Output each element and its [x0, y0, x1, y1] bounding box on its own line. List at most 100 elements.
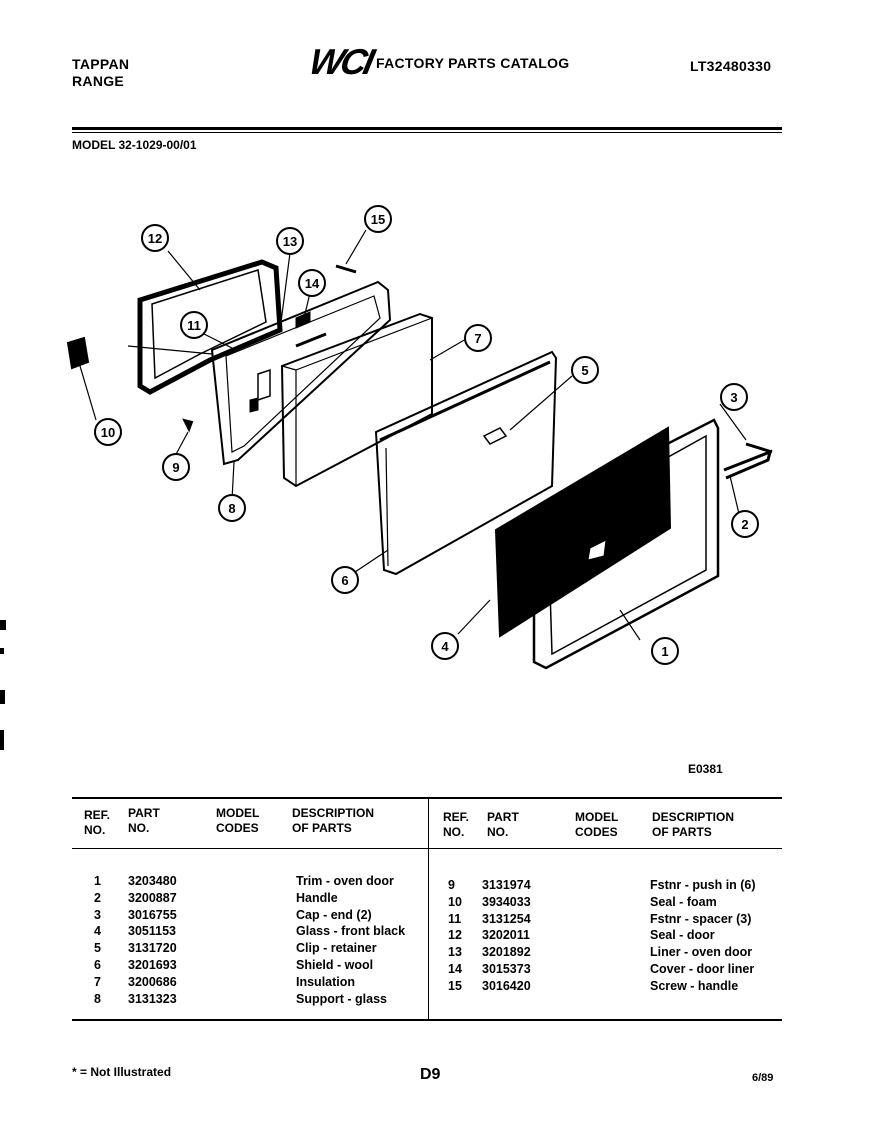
- wool-shield-drawing: [374, 350, 558, 576]
- cell-desc: Screw - handle: [650, 978, 739, 993]
- header-ref-line2: NO.: [84, 823, 106, 837]
- brand-name: TAPPAN RANGE: [72, 56, 129, 90]
- callout-3: 3: [720, 383, 748, 411]
- cell-desc: Insulation: [296, 974, 356, 989]
- header-part-line1: PART: [128, 806, 160, 820]
- leader-lines: [79, 229, 747, 641]
- header-part-right-line2: NO.: [487, 825, 509, 839]
- catalog-title: FACTORY PARTS CATALOG: [376, 55, 570, 71]
- cell-desc: Seal - door: [650, 928, 715, 943]
- header-part: PART NO.: [128, 806, 160, 836]
- callout-10: 10: [94, 418, 122, 446]
- cell-part: 3201892: [482, 945, 531, 960]
- callout-8: 8: [218, 494, 246, 522]
- header-ref-right-line1: REF.: [443, 810, 470, 824]
- cell-ref: 15: [448, 978, 462, 993]
- cell-desc: Trim - oven door: [296, 874, 394, 888]
- callout-12: 12: [141, 224, 169, 252]
- cell-part: 3051153: [128, 924, 176, 939]
- cell-desc: Fstnr - push in (6): [650, 878, 756, 892]
- cell-part: 3016755: [128, 907, 177, 922]
- cell-part: 3203480: [128, 874, 177, 888]
- not-illustrated-note: * = Not Illustrated: [72, 1065, 172, 1079]
- header-model-line1: MODEL: [216, 806, 260, 820]
- header-model-right-line2: CODES: [575, 825, 618, 839]
- table-bottom-rule: [72, 1019, 782, 1021]
- door-seal-drawing: [137, 259, 283, 395]
- cell-ref: 9: [448, 878, 455, 892]
- cell-part: 3200887: [128, 890, 177, 905]
- header-ref-right: REF. NO.: [443, 810, 469, 840]
- cell-desc: Handle: [296, 890, 338, 905]
- callout-7: 7: [464, 324, 492, 352]
- foam-seal-drawing: [66, 336, 90, 370]
- cell-ref: 4: [94, 924, 101, 939]
- cell-ref: 1: [94, 874, 101, 888]
- callout-14: 14: [298, 269, 326, 297]
- figure-code: E0381: [688, 762, 723, 776]
- header-part-line2: NO.: [128, 821, 150, 835]
- header-part-right-line1: PART: [487, 810, 519, 824]
- cell-desc: Support - glass: [296, 991, 387, 1006]
- brand-line-2: RANGE: [72, 73, 125, 89]
- header-ref: REF. NO.: [84, 808, 110, 838]
- brand-line-1: TAPPAN: [72, 56, 130, 72]
- cell-part: 3201693: [128, 958, 177, 972]
- callout-15: 15: [364, 205, 392, 233]
- screw-drawing: [335, 264, 357, 274]
- cell-desc: Fstnr - spacer (3): [650, 911, 752, 926]
- catalog-date: 6/89: [752, 1072, 774, 1084]
- cell-ref: 6: [94, 958, 101, 972]
- cell-part: 3015373: [482, 962, 531, 976]
- cell-ref: 14: [448, 962, 462, 976]
- header-model-right: MODEL CODES: [575, 810, 618, 840]
- cell-part: 3131720: [128, 941, 177, 956]
- cell-ref: 3: [94, 907, 101, 922]
- header-desc-right-line2: OF PARTS: [652, 825, 712, 839]
- exploded-parts-diagram: [66, 229, 773, 670]
- fastener-drawing: [182, 418, 194, 433]
- header-ref-right-line2: NO.: [443, 825, 465, 839]
- header-desc-right-line1: DESCRIPTION: [652, 810, 735, 824]
- header-desc-line2: OF PARTS: [292, 821, 352, 835]
- cell-ref: 10: [448, 894, 462, 909]
- cell-part: 3131254: [482, 911, 531, 926]
- callout-5: 5: [571, 356, 599, 384]
- cell-ref: 7: [94, 974, 101, 989]
- header-model-line2: CODES: [216, 821, 259, 835]
- cell-desc: Shield - wool: [296, 958, 374, 972]
- header-model-right-line1: MODEL: [575, 810, 619, 824]
- header-rule-thin: [72, 132, 782, 133]
- model-label: MODEL 32-1029-00/01: [72, 138, 197, 152]
- header-desc: DESCRIPTION OF PARTS: [292, 806, 374, 836]
- cell-part: 3934033: [482, 894, 531, 909]
- cell-ref: 11: [448, 911, 462, 926]
- callout-6: 6: [331, 566, 359, 594]
- cell-ref: 13: [448, 945, 462, 960]
- callout-9: 9: [162, 453, 190, 481]
- cell-desc: Seal - foam: [650, 894, 717, 909]
- callout-11: 11: [180, 311, 208, 339]
- cell-part: 3200686: [128, 974, 177, 989]
- cell-ref: 5: [94, 941, 101, 956]
- cell-desc: Cover - door liner: [650, 962, 755, 976]
- callout-13: 13: [276, 227, 304, 255]
- insulation-drawing: [280, 312, 433, 488]
- callout-1: 1: [651, 637, 679, 665]
- header-desc-right: DESCRIPTION OF PARTS: [652, 810, 734, 840]
- cell-part: 3202011: [482, 928, 530, 943]
- cell-desc: Glass - front black: [296, 924, 406, 939]
- oven-door-trim-drawing: [532, 418, 720, 670]
- catalog-number: LT32480330: [690, 58, 772, 74]
- cell-ref: 2: [94, 890, 101, 905]
- table-top-rule: [72, 797, 782, 799]
- table-header-rule: [72, 848, 782, 849]
- cell-desc: Liner - oven door: [650, 945, 753, 960]
- callout-2: 2: [731, 510, 759, 538]
- cell-part: 3131323: [128, 991, 177, 1006]
- header-ref-line1: REF.: [84, 808, 111, 822]
- cell-desc: Clip - retainer: [296, 941, 377, 956]
- callout-4: 4: [431, 632, 459, 660]
- page-code: D9: [420, 1066, 441, 1083]
- table-divider: [428, 797, 429, 1021]
